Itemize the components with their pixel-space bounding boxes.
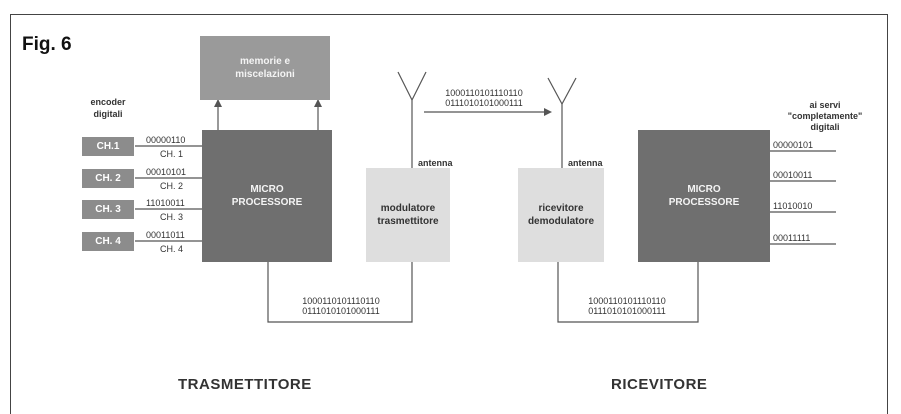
memory-mixing-box: memorie e miscelazioni: [200, 36, 330, 100]
air-bitstream: 1000110101110110 0111010101000111: [445, 88, 523, 108]
antenna-tx-right: [411, 71, 427, 101]
antenna-rx-label: antenna: [568, 158, 603, 168]
antenna-tx-left: [397, 71, 413, 101]
arrow-air: [544, 108, 552, 116]
figure-label: Fig. 6: [22, 34, 72, 55]
arrow-up-mem-left: [214, 99, 222, 107]
channel-1-sub: CH. 1: [160, 149, 184, 159]
output-3-code: 11010010: [773, 201, 813, 211]
antenna-tx-label: antenna: [418, 158, 453, 168]
channel-2-code: 00010101: [146, 167, 187, 177]
channel-2-sub: CH. 2: [160, 181, 184, 191]
line-tx-bus: [267, 262, 413, 323]
modulator-transmitter-box: modulatore trasmettitore: [366, 168, 450, 262]
channel-1-code: 00000110: [146, 135, 186, 145]
encoder-label: encoder digitali: [90, 97, 126, 119]
output-4-code: 00011111: [773, 233, 811, 243]
output-2-code: 00010011: [773, 170, 813, 180]
antenna-rx-left: [547, 77, 563, 105]
antenna-rx-right: [561, 77, 577, 105]
arrow-up-mem-right: [314, 99, 322, 107]
servo-label: ai servi "completamente" digitali: [787, 100, 863, 132]
tx-bus-bitstream: 1000110101110110 0111010101000111: [302, 296, 380, 316]
receiver-demodulator-box: ricevitore demodulatore: [518, 168, 604, 262]
channel-1-box: CH.1: [82, 137, 134, 156]
line-rx-bus: [557, 262, 699, 323]
receiver-title: RICEVITORE: [611, 376, 708, 393]
channel-4-sub: CH. 4: [160, 244, 184, 254]
channel-3-sub: CH. 3: [160, 212, 184, 222]
channel-3-box: CH. 3: [82, 200, 134, 219]
channel-4-code: 00011011: [146, 230, 185, 240]
channel-2-box: CH. 2: [82, 169, 134, 188]
micro-processor-tx: MICRO PROCESSORE: [202, 130, 332, 262]
micro-processor-rx: MICRO PROCESSORE: [638, 130, 770, 262]
channel-3-code: 11010011: [146, 198, 185, 208]
figure-frame: [10, 14, 888, 414]
transmitter-title: TRASMETTITORE: [178, 376, 312, 393]
channel-4-box: CH. 4: [82, 232, 134, 251]
output-1-code: 00000101: [773, 140, 814, 150]
rx-bus-bitstream: 1000110101110110 0111010101000111: [588, 296, 666, 316]
